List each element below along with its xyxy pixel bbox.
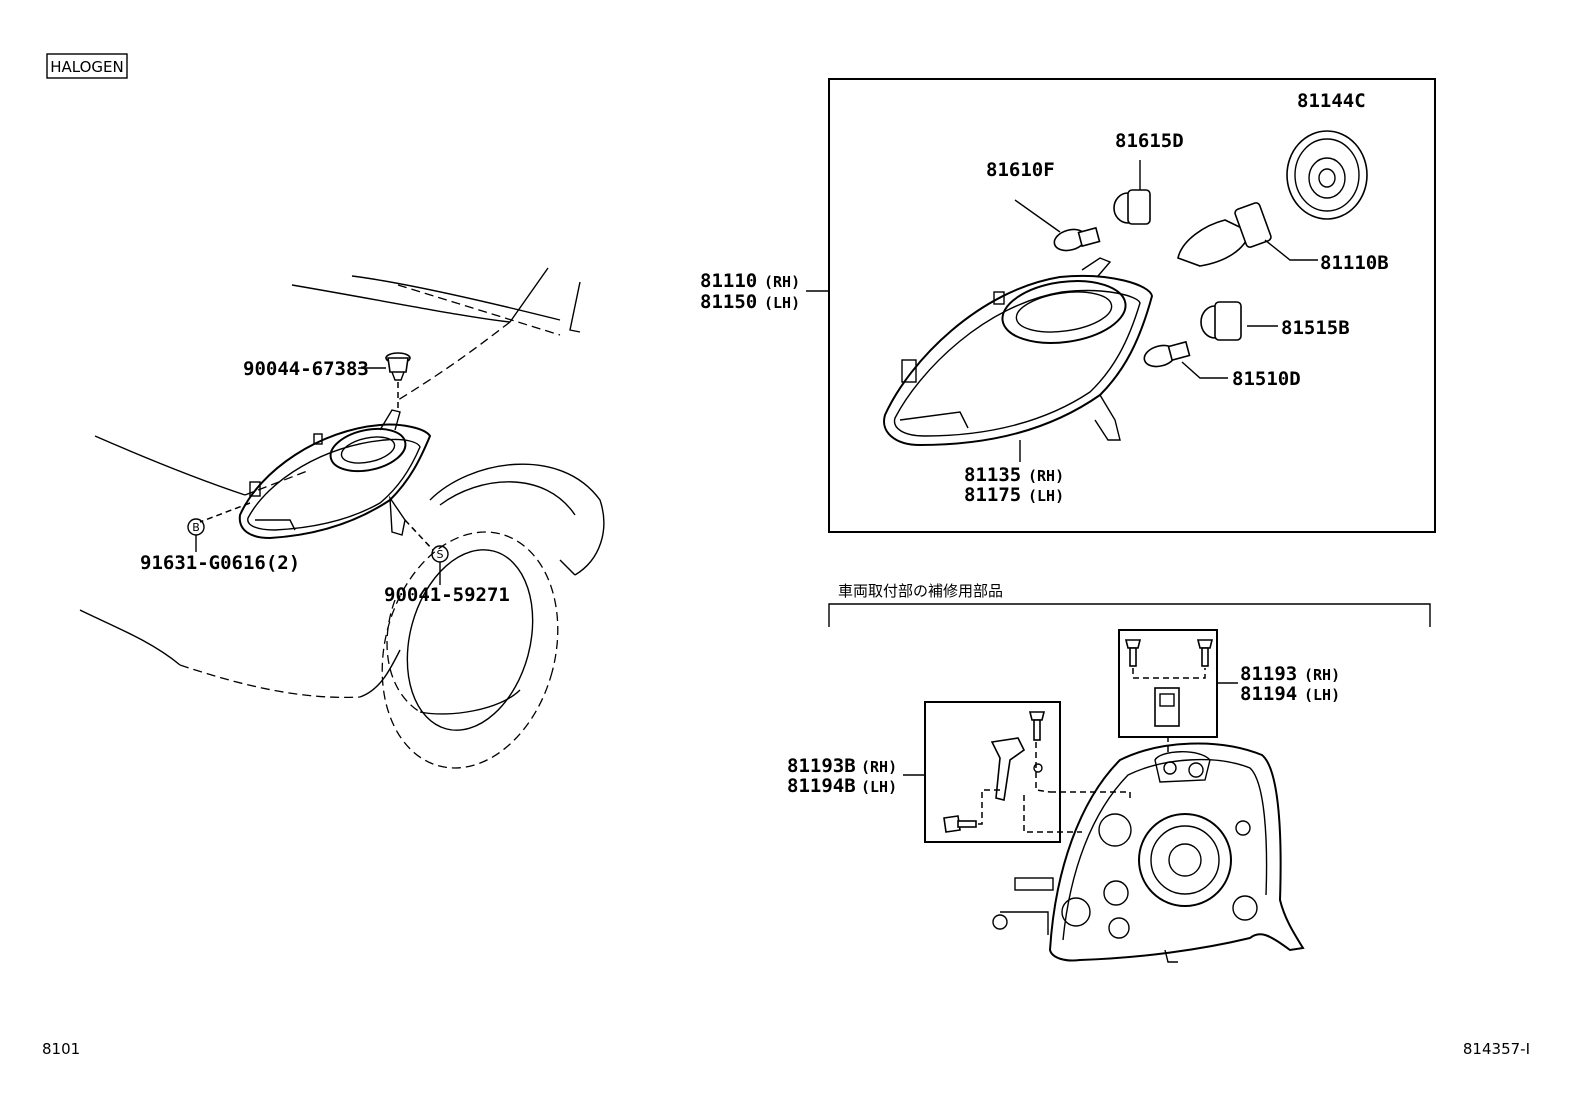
- repair-top-side-rh: (RH): [1304, 666, 1340, 684]
- part-number-socket-b: 81515B: [1281, 317, 1350, 339]
- bulb-81110b: [1177, 202, 1318, 267]
- unit-label: 81110 (RH) 81150 (LH): [700, 270, 800, 313]
- bolt-s-callout: S: [404, 519, 449, 585]
- repair-side-number-rh: 81193B: [787, 755, 856, 777]
- bulb-81610f: [1014, 199, 1101, 252]
- repair-kit-side-label: 81193B (RH) 81194B (LH): [787, 755, 897, 797]
- repair-side-side-rh: (RH): [861, 758, 897, 776]
- page-code-right: 814357-I: [1463, 1040, 1530, 1058]
- lens-label: 81135 (RH) 81175 (LH): [964, 464, 1064, 506]
- socket-cover-81144c: [1286, 130, 1368, 220]
- vehicle-headlamp: [238, 409, 432, 540]
- repair-top-number-lh: 81194: [1240, 683, 1297, 705]
- lens-number-lh: 81175: [964, 484, 1021, 506]
- unit-side-lh: (LH): [764, 294, 800, 312]
- headlamp-unit: [883, 257, 1154, 447]
- repair-top-side-lh: (LH): [1304, 686, 1340, 704]
- marker-s: S: [437, 548, 444, 561]
- part-number-bulb-f: 81610F: [986, 159, 1055, 181]
- unit-side-rh: (RH): [764, 273, 800, 291]
- part-number-bolt-b: 91631-G0616(2): [140, 552, 300, 574]
- halogen-tag: HALOGEN: [46, 53, 128, 79]
- repair-side-side-lh: (LH): [861, 778, 897, 796]
- part-number-bulb-b: 81110B: [1320, 252, 1389, 274]
- clip-90044-67383: [358, 352, 411, 408]
- unit-number-lh: 81150: [700, 291, 757, 313]
- socket-81515b: [1200, 301, 1278, 341]
- repair-top-number-rh: 81193: [1240, 663, 1297, 685]
- part-number-bulb-d: 81510D: [1232, 368, 1301, 390]
- page-code-left: 8101: [42, 1040, 80, 1058]
- part-number-socket-d: 81615D: [1115, 130, 1184, 152]
- socket-81615d: [1113, 160, 1151, 225]
- lens-side-lh: (LH): [1028, 487, 1064, 505]
- repair-kit-side: [903, 701, 1061, 843]
- repair-kit-top: [1118, 629, 1238, 738]
- part-number-socket-cover: 81144C: [1297, 90, 1366, 112]
- unit-number-rh: 81110: [700, 270, 757, 292]
- part-number-clip: 90044-67383: [243, 358, 369, 380]
- headlamp-parts-box: [828, 78, 1436, 533]
- marker-b: B: [192, 521, 200, 534]
- repair-side-number-lh: 81194B: [787, 775, 856, 797]
- halogen-label: HALOGEN: [50, 58, 124, 76]
- repair-section-bracket: [828, 603, 1431, 627]
- bulb-81510d: [1143, 340, 1228, 379]
- repair-section-heading: 車両取付部の補修用部品: [838, 582, 1003, 600]
- lens-side-rh: (RH): [1028, 467, 1064, 485]
- part-number-bolt-s: 90041-59271: [384, 584, 510, 606]
- repair-kit-top-label: 81193 (RH) 81194 (LH): [1240, 663, 1340, 705]
- headlamp-rear-view: [992, 736, 1305, 963]
- vehicle-body-outline: [79, 267, 605, 769]
- lens-number-rh: 81135: [964, 464, 1021, 486]
- bolt-b-callout: B: [187, 502, 251, 552]
